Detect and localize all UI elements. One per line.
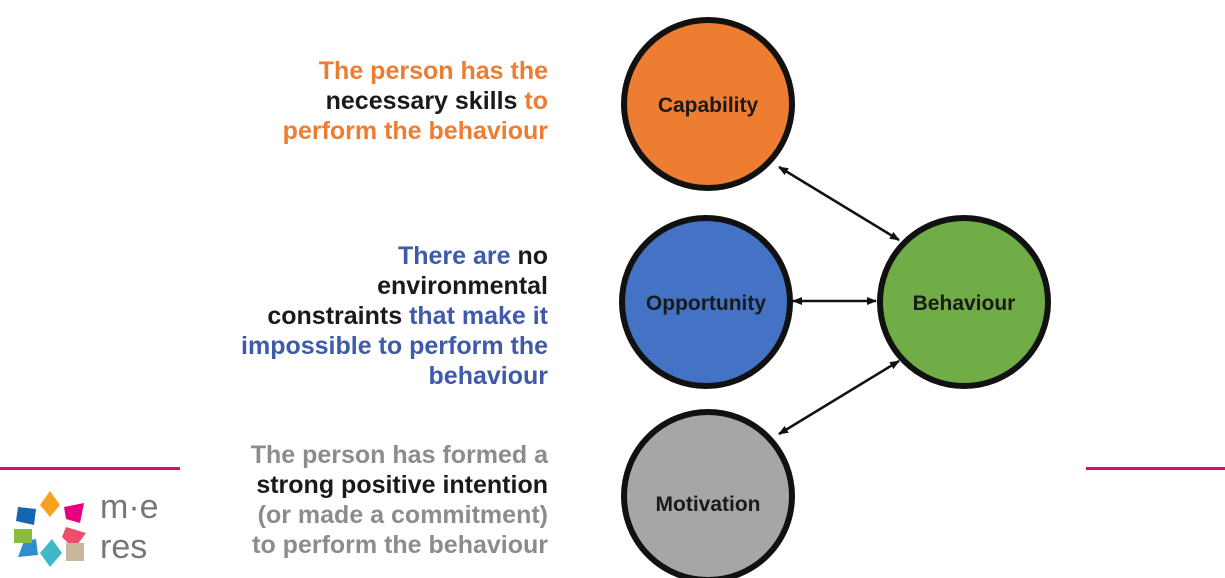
motivation-desc-text: The person has formed a [250,441,548,469]
motivation-description: The person has formed a strong positive … [244,440,548,560]
capability-desc-emphasis: necessary skills [325,87,518,115]
opportunity-desc-emphasis: no [510,242,548,270]
capability-desc-text: The person has the [318,57,548,85]
capability-label: Capability [658,94,759,117]
arrow-capability-behaviour [778,165,900,242]
opportunity-desc-emphasis: constraints [267,302,403,330]
opportunity-desc-emphasis: environmental [377,272,548,300]
opportunity-desc-text: impossible to perform the [241,332,548,360]
behaviour-label: Behaviour [913,292,1016,315]
opportunity-desc-text: that make it [402,302,548,330]
capability-desc-text: to [517,87,548,115]
node-motivation: Motivation [621,409,795,578]
motivation-circle [621,409,795,578]
opportunity-desc-text: There are [397,242,511,270]
node-opportunity: Opportunity [619,215,793,389]
logo-text-line1: m·e [100,488,159,526]
arrow-motivation-behaviour [778,359,900,436]
opportunity-description: There are no environmental constraints t… [235,241,548,391]
motivation-desc-text: (or made a commitment) [257,501,548,529]
motivation-desc-emphasis: strong positive intention [256,471,548,499]
node-capability: Capability [621,17,795,191]
capability-description: The person has the necessary skills to p… [276,56,548,146]
opportunity-circle [619,215,793,389]
logo-mark [14,491,86,567]
node-behaviour: Behaviour [877,215,1051,389]
motivation-desc-text: to perform the behaviour [252,531,548,559]
logo-text-line2: res [100,528,148,566]
behaviour-circle [877,215,1051,389]
capability-desc-text: perform the behaviour [282,117,548,145]
motivation-label: Motivation [656,493,761,516]
capability-circle [621,17,795,191]
accent-line-left [0,467,180,470]
accent-line-right [1086,467,1225,470]
opportunity-desc-text: behaviour [428,362,548,390]
opportunity-label: Opportunity [646,292,766,315]
